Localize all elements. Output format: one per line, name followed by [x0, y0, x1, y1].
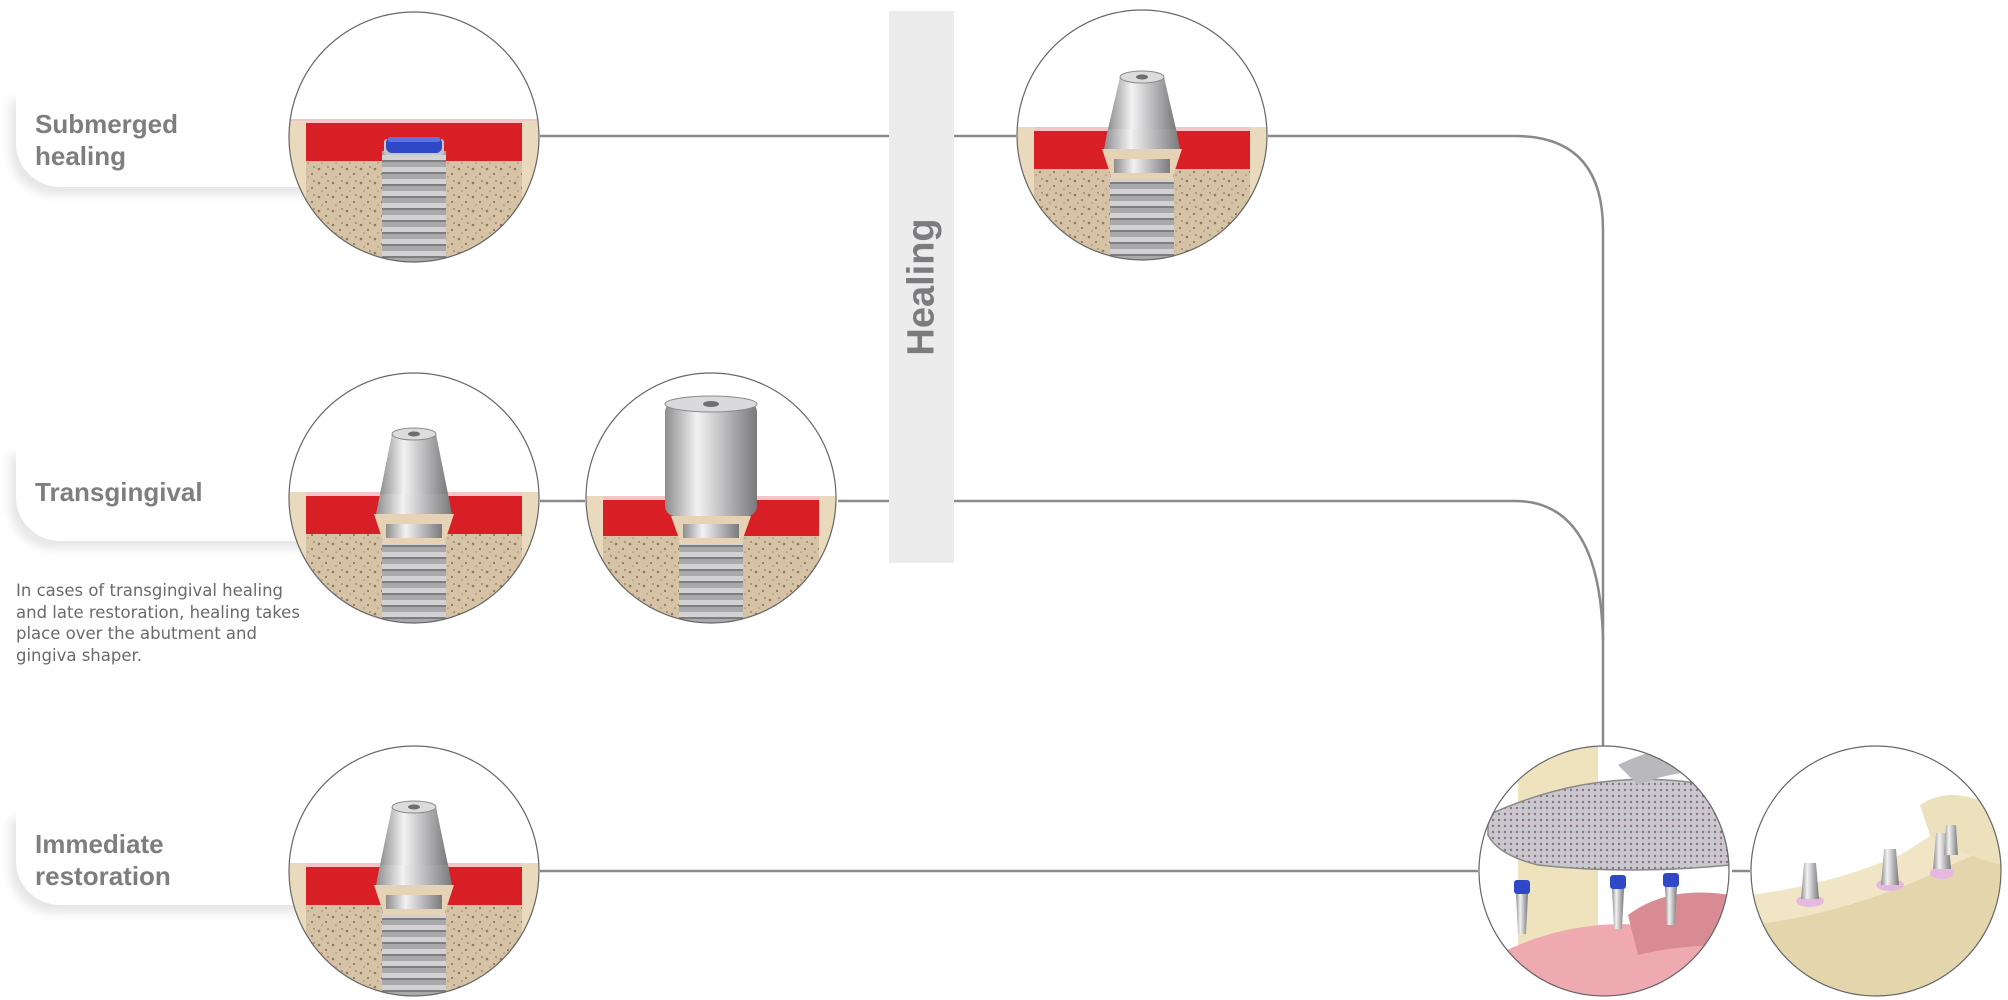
healing-bar: Healing [889, 11, 954, 563]
submerged-healing-label: Submerged healing [35, 109, 179, 171]
healing-label: Healing [900, 218, 942, 356]
jaw-model-with-abutments-illustration [1750, 745, 2002, 997]
transgingival-to-final-line [954, 499, 1605, 641]
mesh-tray-on-jaw-model-illustration [1478, 745, 1730, 997]
transgingival-label: Transgingival [35, 477, 203, 507]
implant-with-abutment-healed-illustration [1016, 9, 1268, 261]
implant-with-abutment-immediate-illustration [288, 745, 540, 997]
submerged-healing-tab: Submerged healing [16, 92, 314, 187]
transgingival-tab: Transgingival [16, 446, 314, 541]
immediate-restoration-label: Immediate restoration [35, 829, 171, 891]
submerged-to-final-line [1268, 134, 1605, 747]
implant-with-gingiva-shaper-illustration [585, 372, 837, 624]
implant-with-abutment-illustration [288, 372, 540, 624]
transgingival-note: In cases of transgingival healing and la… [16, 581, 300, 665]
immediate-restoration-tab: Immediate restoration [16, 810, 314, 905]
implant-with-cover-screw-illustration [288, 11, 540, 263]
